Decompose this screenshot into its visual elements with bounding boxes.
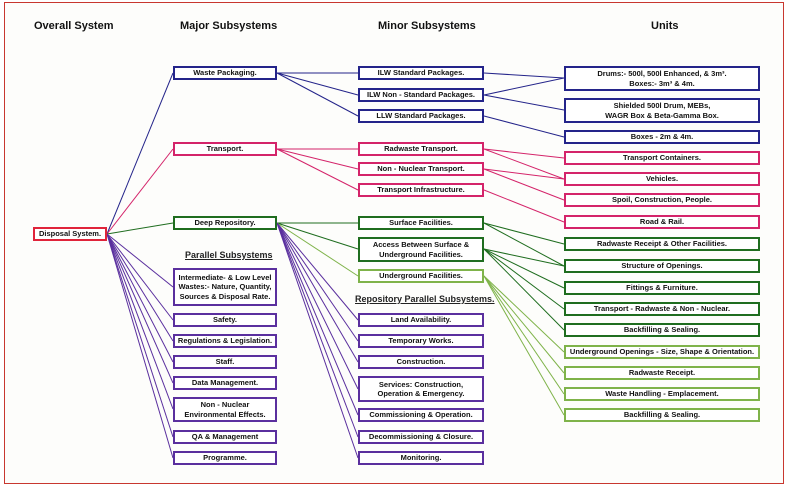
link-dr-repo-2 xyxy=(276,222,359,363)
unit-shielded-drum: Shielded 500l Drum, MEBs, WAGR Box & Bet… xyxy=(564,98,760,123)
unit-waste-handling-emplacement: Waste Handling - Emplacement. xyxy=(564,387,760,401)
link-dr-access xyxy=(276,222,359,250)
link-root-parallel-4 xyxy=(106,233,174,384)
repo-commissioning: Commissioning & Operation. xyxy=(358,408,484,422)
repo-services: Services: Construction, Operation & Emer… xyxy=(358,376,484,402)
repo-decommissioning: Decommissioning & Closure. xyxy=(358,430,484,444)
link-root-parallel-5 xyxy=(106,233,174,410)
link-access-unit-1 xyxy=(483,248,565,289)
link-dr-underground xyxy=(276,222,359,277)
minor-radwaste-transport: Radwaste Transport. xyxy=(358,142,484,156)
unit-boxes-2m-4m: Boxes - 2m & 4m. xyxy=(564,130,760,144)
major-waste-packaging: Waste Packaging. xyxy=(173,66,277,80)
minor-access-between: Access Between Surface & Underground Fac… xyxy=(358,237,484,262)
link-wp-minor-1 xyxy=(276,72,359,96)
link-tr-minor-1 xyxy=(276,148,359,170)
link-root-waste-packaging xyxy=(106,72,174,235)
unit-vehicles: Vehicles. xyxy=(564,172,760,186)
link-llw-boxes xyxy=(483,115,565,138)
link-root-parallel-3 xyxy=(106,233,174,363)
unit-transport-radwaste-non-nuclear: Transport - Radwaste & Non - Nuclear. xyxy=(564,302,760,316)
link-ug-unit-3 xyxy=(483,275,565,416)
parallel-wastes-nature: Intermediate- & Low Level Wastes:- Natur… xyxy=(173,268,277,306)
unit-radwaste-receipt: Radwaste Receipt. xyxy=(564,366,760,380)
header-overall-system: Overall System xyxy=(34,20,114,32)
link-access-unit-3 xyxy=(483,248,565,331)
header-major-subsystems: Major Subsystems xyxy=(180,20,278,32)
link-ug-unit-0 xyxy=(483,275,565,353)
unit-road-rail: Road & Rail. xyxy=(564,215,760,229)
link-surface-receipt xyxy=(483,222,565,245)
parallel-safety: Safety. xyxy=(173,313,277,327)
header-minor-subsystems: Minor Subsystems xyxy=(378,20,476,32)
header-units: Units xyxy=(651,20,679,32)
unit-fittings-furniture: Fittings & Furniture. xyxy=(564,281,760,295)
major-deep-repository: Deep Repository. xyxy=(173,216,277,230)
parallel-programme: Programme. xyxy=(173,451,277,465)
link-rad-vehicles xyxy=(483,148,565,180)
link-ug-unit-1 xyxy=(483,275,565,374)
link-wp-minor-2 xyxy=(276,72,359,117)
minor-ilw-standard: ILW Standard Packages. xyxy=(358,66,484,80)
link-root-transport xyxy=(106,148,174,235)
minor-llw-standard: LLW Standard Packages. xyxy=(358,109,484,123)
link-access-unit-0 xyxy=(483,248,565,267)
repo-monitoring: Monitoring. xyxy=(358,451,484,465)
link-infra-road xyxy=(483,189,565,223)
repo-construction: Construction. xyxy=(358,355,484,369)
link-tr-minor-2 xyxy=(276,148,359,191)
unit-backfilling-sealing-1: Backfilling & Sealing. xyxy=(564,323,760,337)
unit-underground-openings: Underground Openings - Size, Shape & Ori… xyxy=(564,345,760,359)
parallel-regulations: Regulations & Legislation. xyxy=(173,334,277,348)
link-root-parallel-7 xyxy=(106,233,174,459)
unit-drums-boxes: Drums:- 500l, 500l Enhanced, & 3m³. Boxe… xyxy=(564,66,760,91)
link-surface-structure xyxy=(483,222,565,267)
unit-structure-of-openings: Structure of Openings. xyxy=(564,259,760,273)
link-access-unit-2 xyxy=(483,248,565,310)
link-rad-containers xyxy=(483,148,565,159)
unit-spoil-construction-people: Spoil, Construction, People. xyxy=(564,193,760,207)
unit-backfilling-sealing-2: Backfilling & Sealing. xyxy=(564,408,760,422)
parallel-staff: Staff. xyxy=(173,355,277,369)
link-root-parallel-2 xyxy=(106,233,174,342)
unit-radwaste-receipt-facilities: Radwaste Receipt & Other Facilities. xyxy=(564,237,760,251)
link-nonnuc-vehicles xyxy=(483,168,565,180)
link-dr-repo-3 xyxy=(276,222,359,390)
repo-land-availability: Land Availability. xyxy=(358,313,484,327)
subtitle-parallel-subsystems: Parallel Subsystems xyxy=(185,250,273,260)
link-root-deep-repository xyxy=(106,222,174,235)
link-ilw-std-drums xyxy=(483,72,565,79)
link-ilw-non-drums xyxy=(483,77,565,96)
minor-surface-facilities: Surface Facilities. xyxy=(358,216,484,230)
link-ug-unit-2 xyxy=(483,275,565,395)
minor-ilw-non-standard: ILW Non - Standard Packages. xyxy=(358,88,484,102)
major-transport: Transport. xyxy=(173,142,277,156)
link-ilw-non-shielded xyxy=(483,94,565,111)
link-root-parallel-1 xyxy=(106,233,174,321)
minor-non-nuclear-transport: Non - Nuclear Transport. xyxy=(358,162,484,176)
link-dr-repo-0 xyxy=(276,222,359,321)
link-dr-repo-4 xyxy=(276,222,359,416)
root-disposal-system: Disposal System. xyxy=(33,227,107,241)
minor-underground-facilities: Underground Facilities. xyxy=(358,269,484,283)
link-dr-repo-1 xyxy=(276,222,359,342)
repo-temporary-works: Temporary Works. xyxy=(358,334,484,348)
link-nonnuc-spoil xyxy=(483,168,565,201)
parallel-qa-management: QA & Management xyxy=(173,430,277,444)
parallel-data-management: Data Management. xyxy=(173,376,277,390)
link-root-parallel-0 xyxy=(106,233,174,288)
subtitle-repository-parallel: Repository Parallel Subsystems. xyxy=(355,294,495,304)
link-root-parallel-6 xyxy=(106,233,174,438)
minor-transport-infrastructure: Transport Infrastructure. xyxy=(358,183,484,197)
parallel-non-nuclear-effects: Non - Nuclear Environmental Effects. xyxy=(173,397,277,422)
link-dr-repo-6 xyxy=(276,222,359,459)
link-dr-repo-5 xyxy=(276,222,359,438)
unit-transport-containers: Transport Containers. xyxy=(564,151,760,165)
